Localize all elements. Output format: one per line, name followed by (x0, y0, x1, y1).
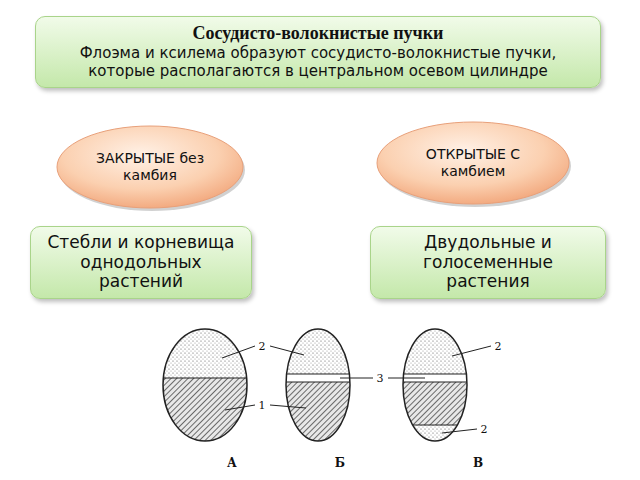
callout-number: 2 (495, 340, 502, 353)
box-text: Стебли и корневища однодольных растений (41, 233, 241, 292)
phloem (400, 325, 480, 374)
example-box: Двудольные и голосеменные растения (370, 226, 606, 299)
xylem (400, 382, 480, 425)
callout-number: 2 (481, 423, 488, 436)
example-box: Стебли и корневища однодольных растений (30, 226, 252, 299)
box-heading: Сосудисто-волокнистые пучки (193, 23, 444, 44)
bundle-b (280, 325, 360, 448)
callout-number: 1 (259, 399, 266, 412)
box-text: Двудольные и голосеменные растения (381, 233, 595, 292)
box-text: ЗАКРЫТЫЕ без камбия (81, 150, 219, 185)
leader-lines (222, 346, 491, 433)
leader-line (270, 346, 304, 355)
ellipse-fill (377, 122, 569, 204)
bundle-outline (163, 329, 247, 441)
boundary (280, 373, 360, 374)
boundary (160, 377, 250, 378)
boundary (280, 381, 360, 382)
figure-letter: Б (335, 456, 345, 470)
ellipse-fill (57, 126, 243, 208)
title-box: Сосудисто-волокнистые пучкиФлоэма и ксил… (35, 16, 601, 88)
type-ellipse: ОТКРЫТЫЕ С камбием (375, 120, 571, 206)
phloem (160, 325, 250, 378)
figure-letter: А (227, 456, 237, 470)
type-ellipse: ЗАКРЫТЫЕ без камбия (55, 124, 245, 210)
callout-number: 2 (259, 340, 266, 353)
leader-line (452, 346, 491, 356)
xylem (280, 382, 360, 448)
xylem (160, 378, 250, 448)
leader-line (225, 405, 255, 410)
leader-line (340, 378, 373, 379)
bundle-c (400, 325, 480, 445)
bundle-a (160, 325, 250, 448)
leader-line (388, 378, 425, 379)
boundary (400, 381, 480, 382)
phloem (400, 425, 480, 445)
boundary (400, 373, 480, 374)
callout-number: 3 (377, 372, 384, 385)
bundle-outline (286, 329, 350, 441)
bundle-outline (403, 329, 467, 441)
leader-line (222, 346, 255, 358)
box-text: ОТКРЫТЫЕ С камбием (401, 146, 545, 181)
leader-line (442, 429, 477, 433)
leader-line (270, 405, 306, 408)
box-text: Флоэма и ксилема образуют сосудисто-воло… (46, 44, 590, 82)
figure-letter: В (473, 456, 483, 470)
